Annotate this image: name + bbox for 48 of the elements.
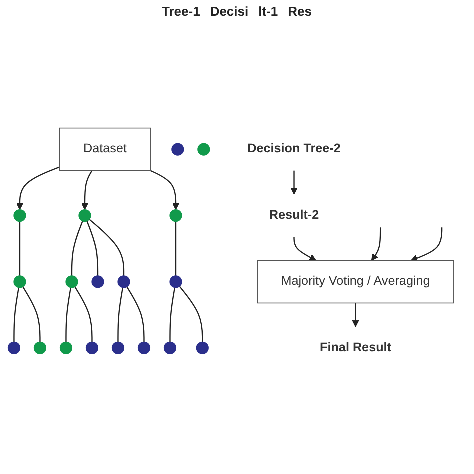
node-circle: [92, 275, 104, 288]
connector: [170, 287, 176, 342]
node-circle: [14, 275, 26, 288]
node-circle: [60, 341, 73, 354]
node-text: Decision Tree-2: [248, 142, 341, 156]
node-circle: [172, 142, 184, 156]
node-circle: [66, 275, 78, 288]
connector: [14, 287, 20, 342]
node-circle: [14, 209, 26, 222]
connector: [22, 286, 41, 342]
node-circle: [164, 341, 177, 354]
connector: [86, 220, 99, 276]
tree-label: lt-1: [258, 4, 278, 19]
node-box: Majority Voting / Averaging: [257, 260, 454, 304]
tree-label: Tree-1: [162, 4, 200, 19]
connector: [175, 221, 177, 276]
node-circle: [198, 142, 210, 156]
node-circle: [118, 275, 130, 288]
connector: [74, 286, 93, 342]
node-text: Result-2: [269, 208, 320, 222]
node-circle: [138, 341, 151, 354]
connector: [126, 286, 145, 342]
node-box: Dataset: [59, 128, 151, 171]
arrow: [410, 227, 443, 262]
node-circle: [170, 209, 182, 222]
node-circle: [196, 341, 209, 354]
connector: [179, 286, 204, 342]
connector: [89, 218, 125, 276]
arrow: [16, 166, 60, 210]
arrow: [352, 302, 360, 327]
tree-label: Res: [288, 4, 312, 19]
node-circle: [170, 275, 182, 288]
arrow: [150, 170, 180, 210]
node-circle: [112, 341, 125, 354]
arrow: [371, 227, 382, 261]
connector: [71, 220, 84, 276]
arrow: [294, 236, 317, 261]
node-circle: [86, 341, 99, 354]
arrow: [290, 170, 298, 194]
node-text: Final Result: [320, 340, 392, 354]
connector: [118, 287, 124, 342]
node-circle: [8, 341, 21, 354]
arrow: [82, 170, 93, 210]
node-circle: [34, 341, 47, 354]
tree-label: Decisi: [210, 4, 249, 19]
connector: [19, 221, 21, 276]
connector: [66, 287, 72, 342]
node-circle: [78, 209, 92, 222]
